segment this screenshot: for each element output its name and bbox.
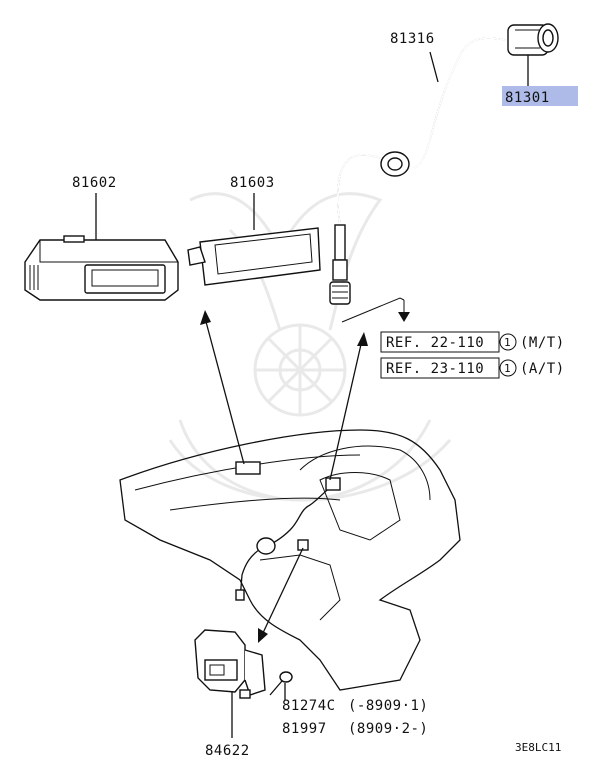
ref-box-1[interactable]: REF. 22-110 1 (M/T) — [380, 331, 565, 353]
label-81316[interactable]: 81316 — [390, 31, 435, 47]
ref-circle-1: 1 — [504, 336, 511, 349]
ref-text-2: REF. 23-110 — [386, 361, 484, 377]
screw-icon — [269, 671, 293, 700]
label-81997-range: (8909·2-) — [348, 721, 428, 737]
instrument-panel — [119, 429, 461, 691]
label-81603[interactable]: 81603 — [230, 175, 275, 191]
ref-suffix-2: (A/T) — [520, 361, 565, 377]
label-81997[interactable]: 81997 — [282, 721, 327, 737]
speed-sensor-81301 — [507, 23, 559, 86]
ref-suffix-1: (M/T) — [520, 335, 565, 351]
diagram-code: 3E8LC11 — [515, 741, 561, 754]
label-81274c[interactable]: 81274C — [282, 698, 336, 714]
label-81602[interactable]: 81602 — [72, 175, 117, 191]
label-81274c-range: (-8909·1) — [348, 698, 428, 714]
display-panel-81603 — [187, 193, 321, 286]
sensor-unit-84622 — [194, 629, 266, 738]
label-84622[interactable]: 84622 — [205, 743, 250, 759]
wire-harness — [235, 477, 341, 601]
label-81301[interactable]: 81301 — [505, 90, 550, 106]
highlight-box — [502, 86, 578, 106]
leader-arrows — [200, 297, 410, 643]
ref-circle-2: 1 — [504, 362, 511, 375]
speedometer-cable-81316 — [329, 37, 506, 305]
ref-box-2[interactable]: REF. 23-110 1 (A/T) — [380, 357, 565, 379]
ref-text-1: REF. 22-110 — [386, 335, 484, 351]
meter-unit-81602 — [24, 193, 179, 301]
